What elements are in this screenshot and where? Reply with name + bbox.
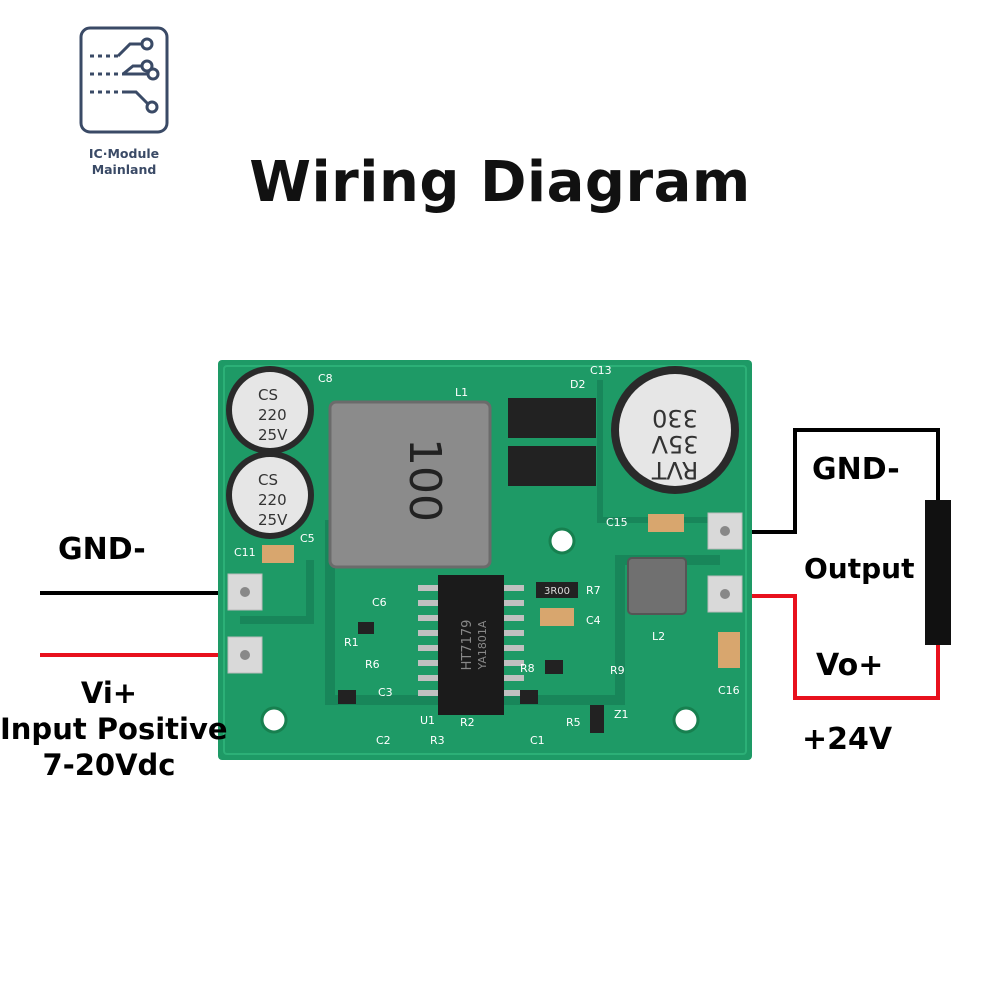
diode-top: [508, 398, 596, 438]
output-pos-wire: [740, 594, 940, 700]
svg-text:C5: C5: [300, 532, 315, 545]
output-vo-label: Vo+: [816, 648, 884, 683]
load-resistor: [925, 500, 951, 645]
svg-text:R2: R2: [460, 716, 475, 729]
inductor-l2: [627, 557, 687, 615]
svg-text:25V: 25V: [258, 511, 288, 529]
logo-line-2: Mainland: [91, 162, 157, 177]
input-vi-label: Vi+: [80, 676, 138, 710]
svg-text:C15: C15: [606, 516, 628, 529]
page-title: Wiring Diagram: [249, 150, 751, 215]
svg-text:3R00: 3R00: [544, 586, 570, 597]
smd-parts: 3R00: [262, 514, 740, 733]
output-load-label: Output: [804, 552, 915, 585]
ic-chip: HT7179 YA1801A: [418, 575, 524, 715]
input-voltage-range: 7-20Vdc: [42, 748, 176, 782]
svg-text:U1: U1: [420, 714, 435, 727]
svg-text:C4: C4: [586, 614, 601, 627]
inductor-l1: 100: [328, 400, 492, 569]
svg-text:R9: R9: [610, 664, 625, 677]
svg-text:C3: C3: [378, 686, 393, 699]
svg-text:R5: R5: [566, 716, 581, 729]
svg-text:Z1: Z1: [614, 708, 629, 721]
svg-text:R6: R6: [365, 658, 380, 671]
logo-line-1: IC·Module: [88, 146, 160, 161]
svg-text:C11: C11: [234, 546, 256, 559]
svg-text:100: 100: [399, 438, 450, 522]
svg-text:C1: C1: [530, 734, 545, 747]
svg-text:L2: L2: [652, 630, 665, 643]
svg-text:CS: CS: [258, 471, 278, 489]
pcb-board: CS 220 25V CS 220 25V 330 35V RVT 100: [218, 360, 752, 760]
capacitor-top: CS 220 25V: [226, 366, 314, 454]
svg-text:C16: C16: [718, 684, 740, 697]
svg-text:R1: R1: [344, 636, 359, 649]
svg-text:C2: C2: [376, 734, 391, 747]
svg-text:25V: 25V: [258, 426, 288, 444]
svg-text:35V: 35V: [651, 430, 699, 458]
svg-text:R8: R8: [520, 662, 535, 675]
diode-bottom: [508, 446, 596, 486]
capacitor-large: 330 35V RVT: [611, 366, 739, 494]
svg-text:R7: R7: [586, 584, 601, 597]
svg-text:L1: L1: [455, 386, 468, 399]
input-positive-label: Input Positive: [0, 712, 228, 746]
circuit-logo-icon: [79, 26, 169, 134]
svg-text:HT7179: HT7179: [460, 620, 475, 671]
output-voltage-label: +24V: [802, 722, 893, 757]
svg-text:330: 330: [652, 404, 698, 432]
svg-text:C6: C6: [372, 596, 387, 609]
silkscreen: C8 L1 D2 C13 C5 C11 C6 R1 C2 R6 C3 U1 R2…: [234, 364, 740, 747]
capacitor-bottom: CS 220 25V: [226, 451, 314, 539]
brand-logo: [78, 26, 170, 136]
input-gnd-label: GND-: [58, 532, 146, 567]
output-gnd-wire: [740, 428, 940, 534]
svg-text:C13: C13: [590, 364, 612, 377]
svg-text:YA1801A: YA1801A: [476, 620, 489, 670]
svg-text:C8: C8: [318, 372, 333, 385]
svg-text:R3: R3: [430, 734, 445, 747]
svg-text:CS: CS: [258, 386, 278, 404]
output-gnd-label: GND-: [812, 452, 900, 487]
svg-text:D2: D2: [570, 378, 585, 391]
svg-text:220: 220: [258, 406, 287, 424]
svg-text:RVT: RVT: [651, 456, 698, 484]
svg-text:220: 220: [258, 491, 287, 509]
